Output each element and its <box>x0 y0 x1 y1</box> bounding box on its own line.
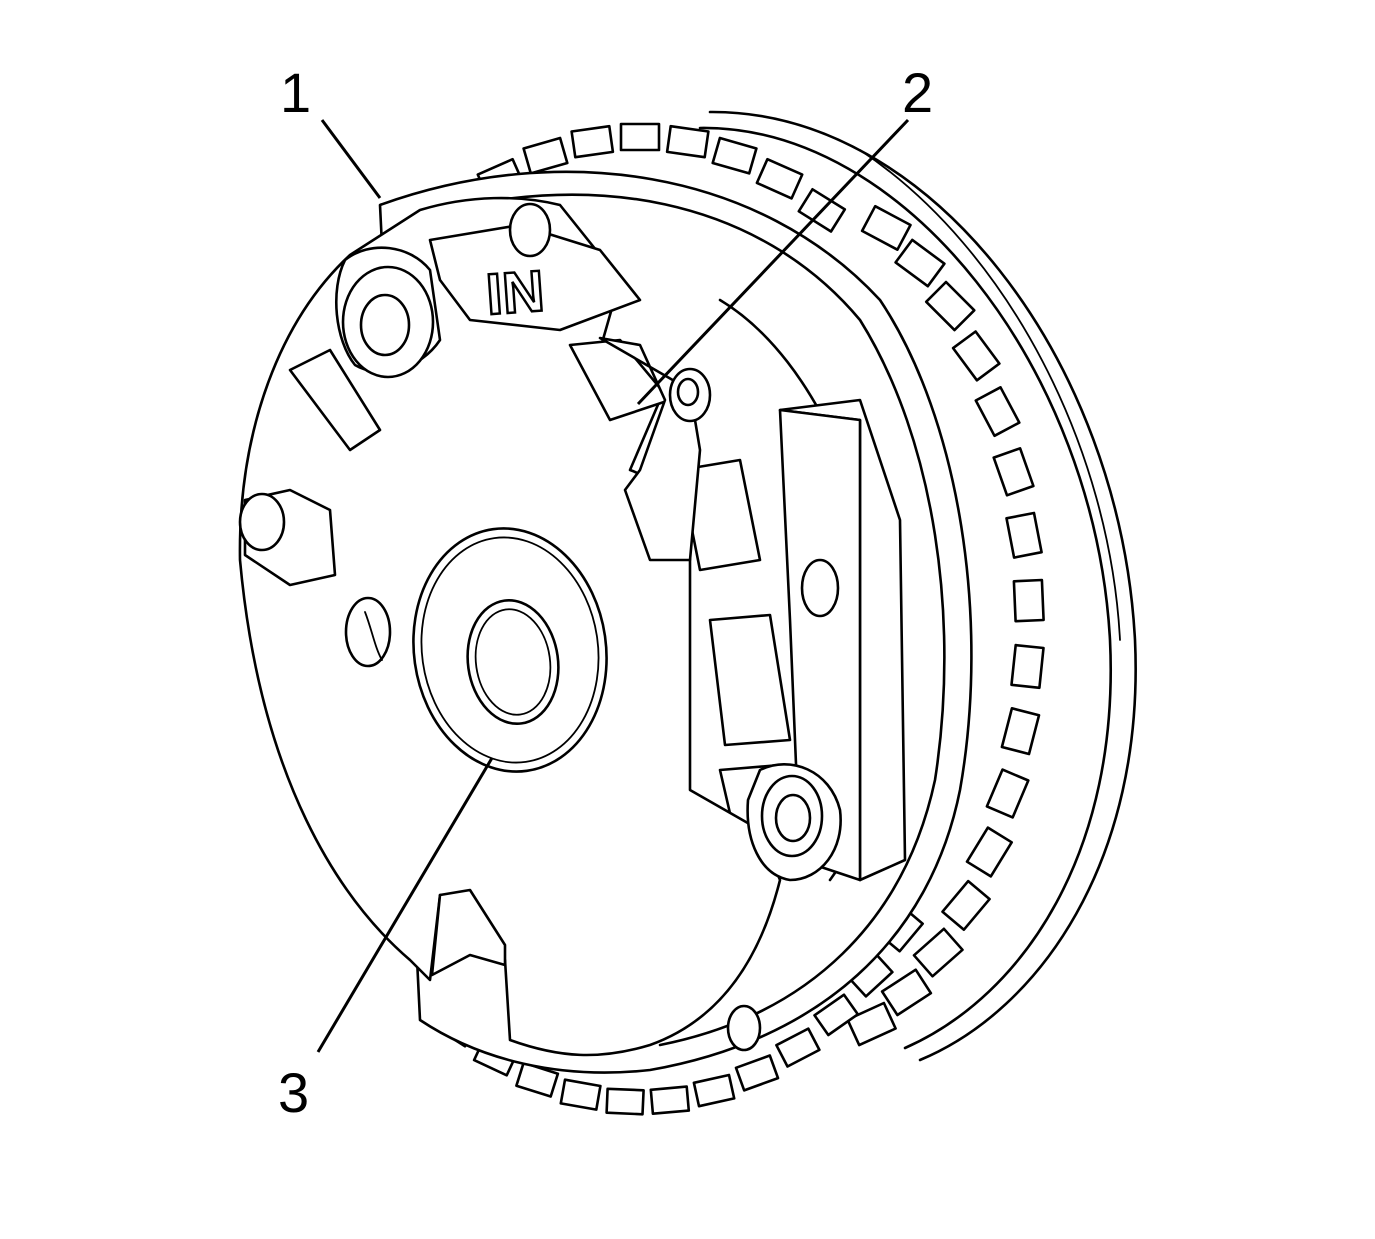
upper-boss <box>288 202 672 452</box>
sprocket-tooth <box>951 330 1001 382</box>
sprocket-tooth <box>619 122 661 152</box>
sprocket-tooth <box>985 768 1030 819</box>
sprocket-tooth <box>894 238 946 288</box>
leader-line-1 <box>320 119 382 199</box>
sprocket-tooth <box>1000 707 1041 756</box>
leader-line-3 <box>316 757 494 1053</box>
plate-locating-hole <box>344 596 392 668</box>
sprocket-tooth <box>965 826 1013 878</box>
sprocket-tooth <box>775 1027 821 1068</box>
intake-stamp: IN <box>484 258 546 327</box>
callout-1: 1 <box>280 61 311 124</box>
sprocket-tooth <box>755 157 804 200</box>
sprocket-tooth <box>912 927 964 978</box>
left-bolt <box>238 488 337 587</box>
sprocket-tooth <box>711 136 758 175</box>
sprocket-tooth <box>880 968 933 1017</box>
rear-sprocket-teeth <box>846 204 1045 1047</box>
lower-boss <box>746 763 842 882</box>
plate-bottom-slot <box>430 888 507 977</box>
sprocket-tooth <box>846 1001 897 1047</box>
leader-line-2 <box>636 118 910 406</box>
sprocket-tooth <box>692 1073 736 1108</box>
sprocket-tooth <box>992 447 1035 497</box>
sprocket-tooth <box>605 1087 645 1116</box>
sprocket-tooth <box>665 124 710 159</box>
callout-2: 2 <box>902 61 933 124</box>
sprocket-tooth <box>649 1085 691 1115</box>
sprocket-tooth <box>522 136 569 175</box>
sprocket-tooth <box>924 280 976 332</box>
sprocket-tooth <box>813 993 860 1037</box>
sprocket-tooth <box>1010 643 1045 690</box>
callout-3: 3 <box>278 1061 309 1124</box>
sprocket-tooth <box>860 204 912 251</box>
sprocket-tooth <box>1005 511 1043 559</box>
sprocket-tooth <box>559 1078 602 1111</box>
sprocket-tooth <box>1012 578 1045 623</box>
sprocket-tooth <box>974 386 1021 438</box>
plate-key-slot <box>598 336 712 562</box>
sprocket-tooth <box>941 879 991 931</box>
sprocket-tooth <box>570 124 615 159</box>
sprocket-rear-rim <box>698 110 1137 1062</box>
center-hub <box>412 527 608 773</box>
sprocket-tooth <box>734 1054 780 1092</box>
